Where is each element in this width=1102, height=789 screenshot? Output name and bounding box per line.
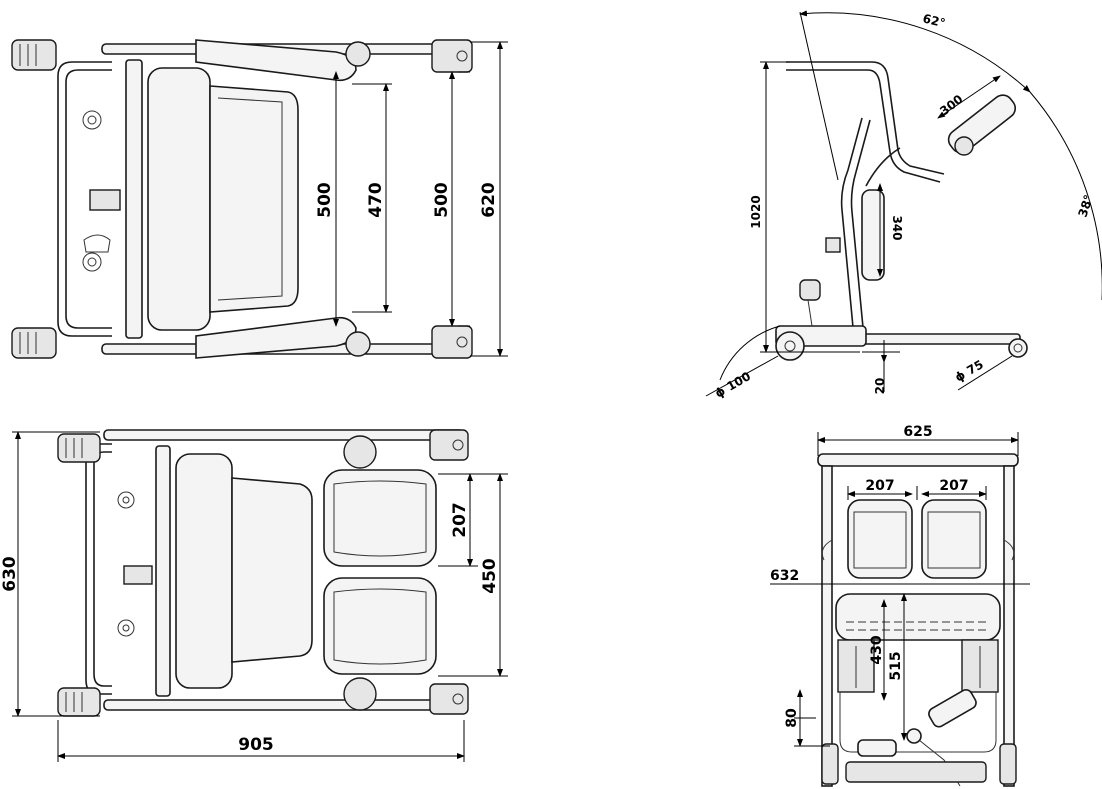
dim-label: 300 [937, 92, 965, 118]
dim-label: 20 [873, 378, 887, 395]
dim-label: 207 [939, 478, 968, 494]
dim-label: 470 [366, 182, 386, 218]
dim-label: 632 [770, 568, 799, 584]
dim-label: 625 [903, 424, 932, 440]
dim-label: 340 [890, 215, 904, 240]
dim-label: 1020 [749, 195, 763, 228]
dim-label: 430 [869, 635, 885, 664]
top-view-folded: 500 470 500 620 [11, 39, 508, 359]
caster-wheel-icon [11, 39, 57, 71]
dim-label: 500 [315, 182, 335, 218]
dim-label: 620 [479, 182, 499, 218]
dim-label: 630 [0, 556, 20, 592]
top-view-open: 207 450 630 905 [0, 429, 508, 762]
dim-label: 207 [865, 478, 894, 494]
dim-label: 62° [921, 11, 946, 30]
dim-label: 450 [480, 558, 500, 594]
side-view: 62° 300 38° 1020 340 ϕ 100 20 ϕ 75 [705, 10, 1102, 401]
caster-wheel-icon [11, 327, 57, 359]
caster-wheel-icon [57, 687, 101, 717]
caster-wheel-icon [57, 433, 101, 463]
dim-label: 80 [784, 708, 800, 728]
dim-label: 905 [238, 735, 274, 755]
dim-label: 515 [888, 651, 904, 680]
dim-label: 38° [1076, 193, 1096, 219]
dim-label: 500 [432, 182, 452, 218]
dim-label: ϕ 75 [953, 357, 986, 384]
front-view: 625 207 207 632 430 515 80 [770, 424, 1030, 787]
dim-label: ϕ 100 [713, 369, 754, 401]
dim-label: 207 [450, 502, 470, 538]
